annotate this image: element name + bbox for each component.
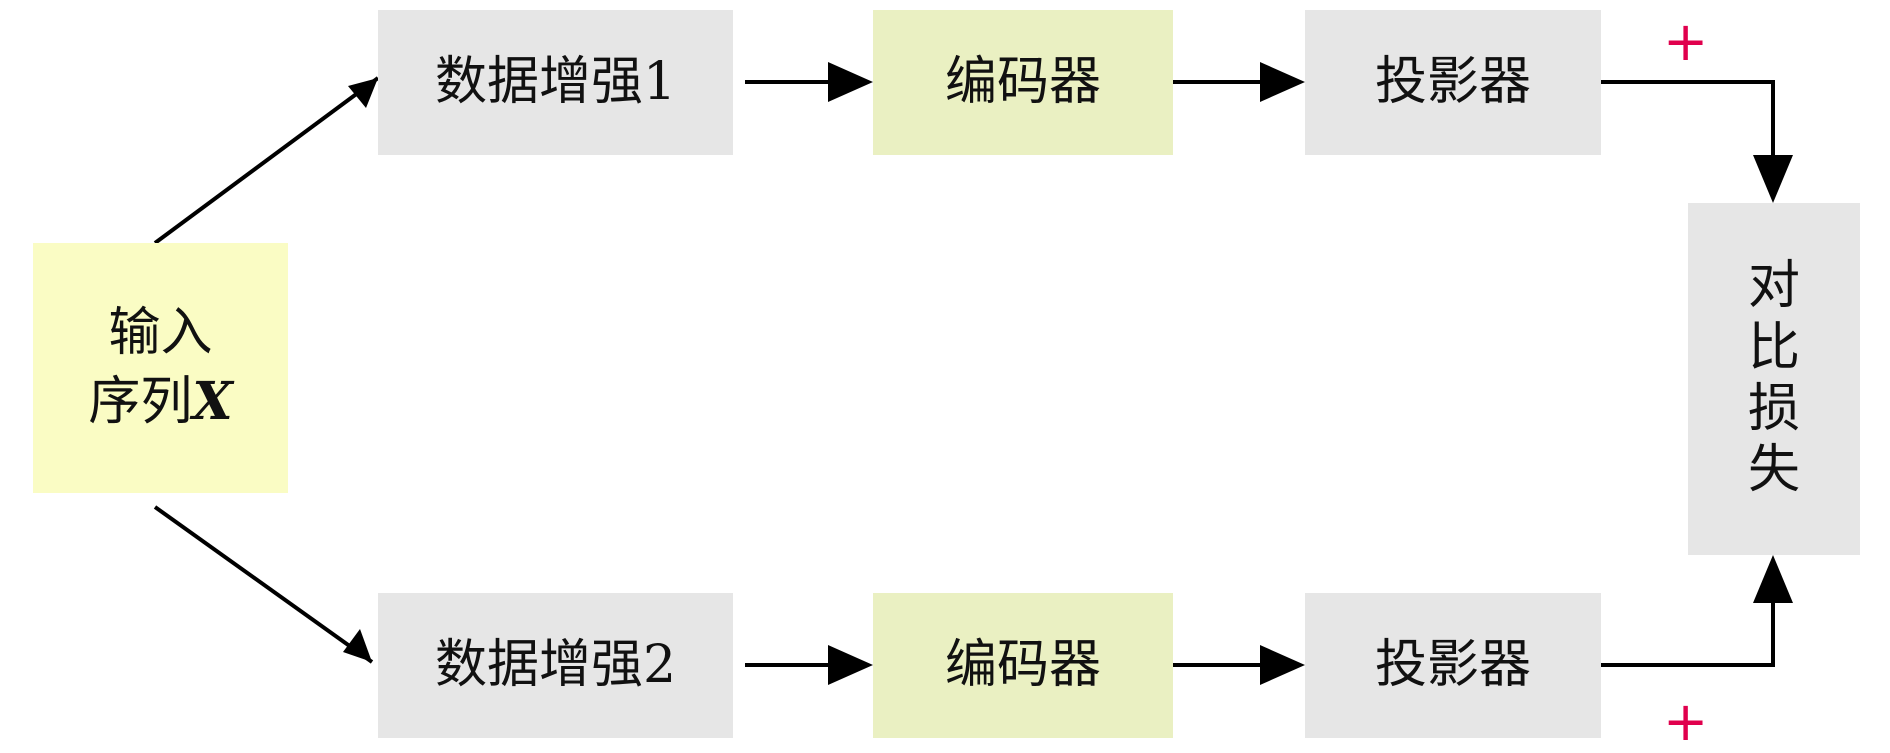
encoder-top-label: 编码器 [944, 51, 1101, 112]
loss-char-3: 损 [1747, 379, 1800, 439]
input-variable: X [192, 370, 233, 432]
positive-sign-bottom: + [1663, 690, 1709, 753]
arrowhead-input-to-aug2 [343, 629, 372, 662]
input-label-line1: 输入 [108, 302, 213, 363]
augmentation-2-box: 数据增强2 [378, 593, 733, 738]
encoder-bottom-label: 编码器 [944, 634, 1101, 695]
projector-bottom-label: 投影器 [1374, 634, 1531, 695]
loss-char-4: 失 [1747, 440, 1800, 501]
positive-sign-top: + [1663, 10, 1709, 73]
augmentation-2-label: 数据增强2 [434, 634, 677, 695]
arrowhead-aug1-to-enc1 [828, 62, 873, 102]
projector-top-label: 投影器 [1374, 51, 1531, 112]
contrastive-loss-box: 对 比 损 失 [1688, 203, 1860, 555]
arrow-input-to-aug2 [153, 505, 374, 664]
encoder-bottom-box: 编码器 [873, 593, 1173, 738]
arrowhead-proj2-to-loss [1753, 555, 1793, 603]
arrow-input-to-aug1 [153, 76, 380, 245]
arrowhead-proj1-to-loss [1753, 155, 1793, 203]
arrow-proj2-to-loss [1601, 603, 1775, 667]
projector-top-box: 投影器 [1305, 10, 1601, 155]
arrowhead-input-to-aug1 [348, 78, 378, 108]
input-label-text: 序列 [88, 371, 193, 432]
loss-char-1: 对 [1747, 256, 1800, 317]
arrowhead-enc1-to-proj1 [1260, 62, 1305, 102]
projector-bottom-box: 投影器 [1305, 593, 1601, 738]
arrow-proj1-to-loss [1601, 80, 1775, 155]
augmentation-1-label: 数据增强1 [434, 51, 677, 112]
encoder-top-box: 编码器 [873, 10, 1173, 155]
input-label-line2: 序列X [88, 368, 232, 437]
augmentation-1-box: 数据增强1 [378, 10, 733, 155]
input-sequence-box: 输入 序列X [33, 243, 288, 493]
loss-char-2: 比 [1747, 317, 1800, 378]
arrowhead-aug2-to-enc2 [828, 645, 873, 685]
arrowhead-enc2-to-proj2 [1260, 645, 1305, 685]
